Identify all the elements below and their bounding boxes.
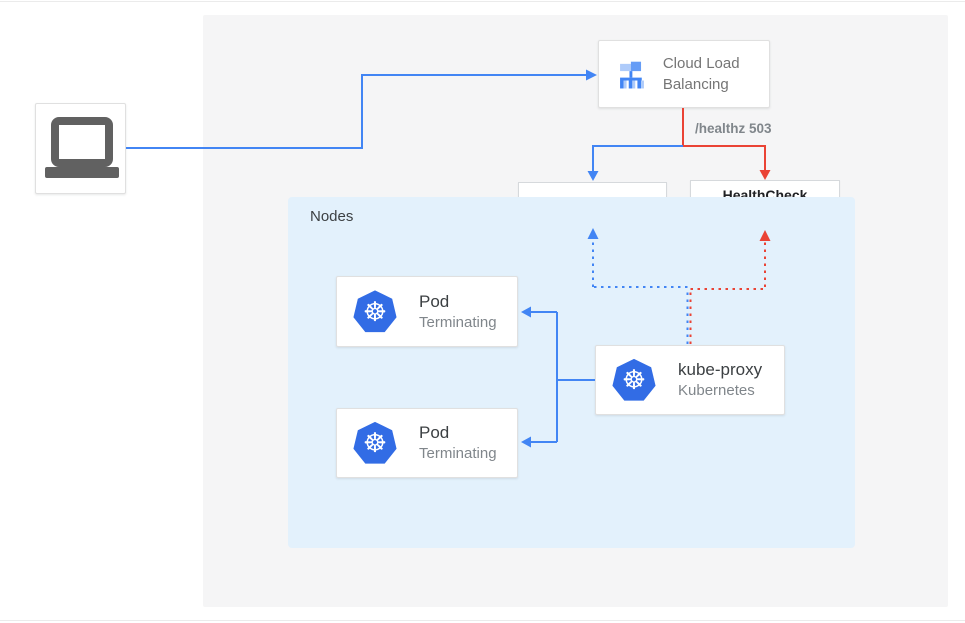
load-balancer-label: Cloud Load Balancing: [662, 55, 740, 93]
laptop-icon: [44, 116, 119, 178]
pod-status: Terminating: [419, 313, 497, 331]
pod-node-1: ☸ Pod Terminating: [336, 276, 518, 347]
kube-proxy-node: ☸ kube-proxy Kubernetes: [595, 345, 785, 415]
kubernetes-icon: ☸: [353, 290, 397, 333]
pod-status: Terminating: [419, 445, 497, 462]
kube-proxy-subtitle: Kubernetes: [678, 382, 755, 399]
kubernetes-icon: ☸: [612, 358, 656, 401]
pod-title: Pod: [419, 423, 450, 442]
pod-node-2: ☸ Pod Terminating: [336, 408, 518, 478]
nodes-group-label: Nodes: [310, 208, 354, 225]
kubernetes-icon: ☸: [353, 421, 397, 464]
kube-proxy-title: kube-proxy: [678, 360, 763, 379]
healthz-annotation: /healthz 503: [695, 121, 772, 136]
client-node: [35, 103, 126, 194]
load-balancer-icon: [620, 61, 644, 89]
cloud-load-balancing-node: Cloud Load Balancing: [598, 40, 770, 108]
top-divider: [0, 1, 965, 2]
bottom-divider: [0, 620, 965, 621]
pod-title: Pod: [419, 291, 450, 311]
